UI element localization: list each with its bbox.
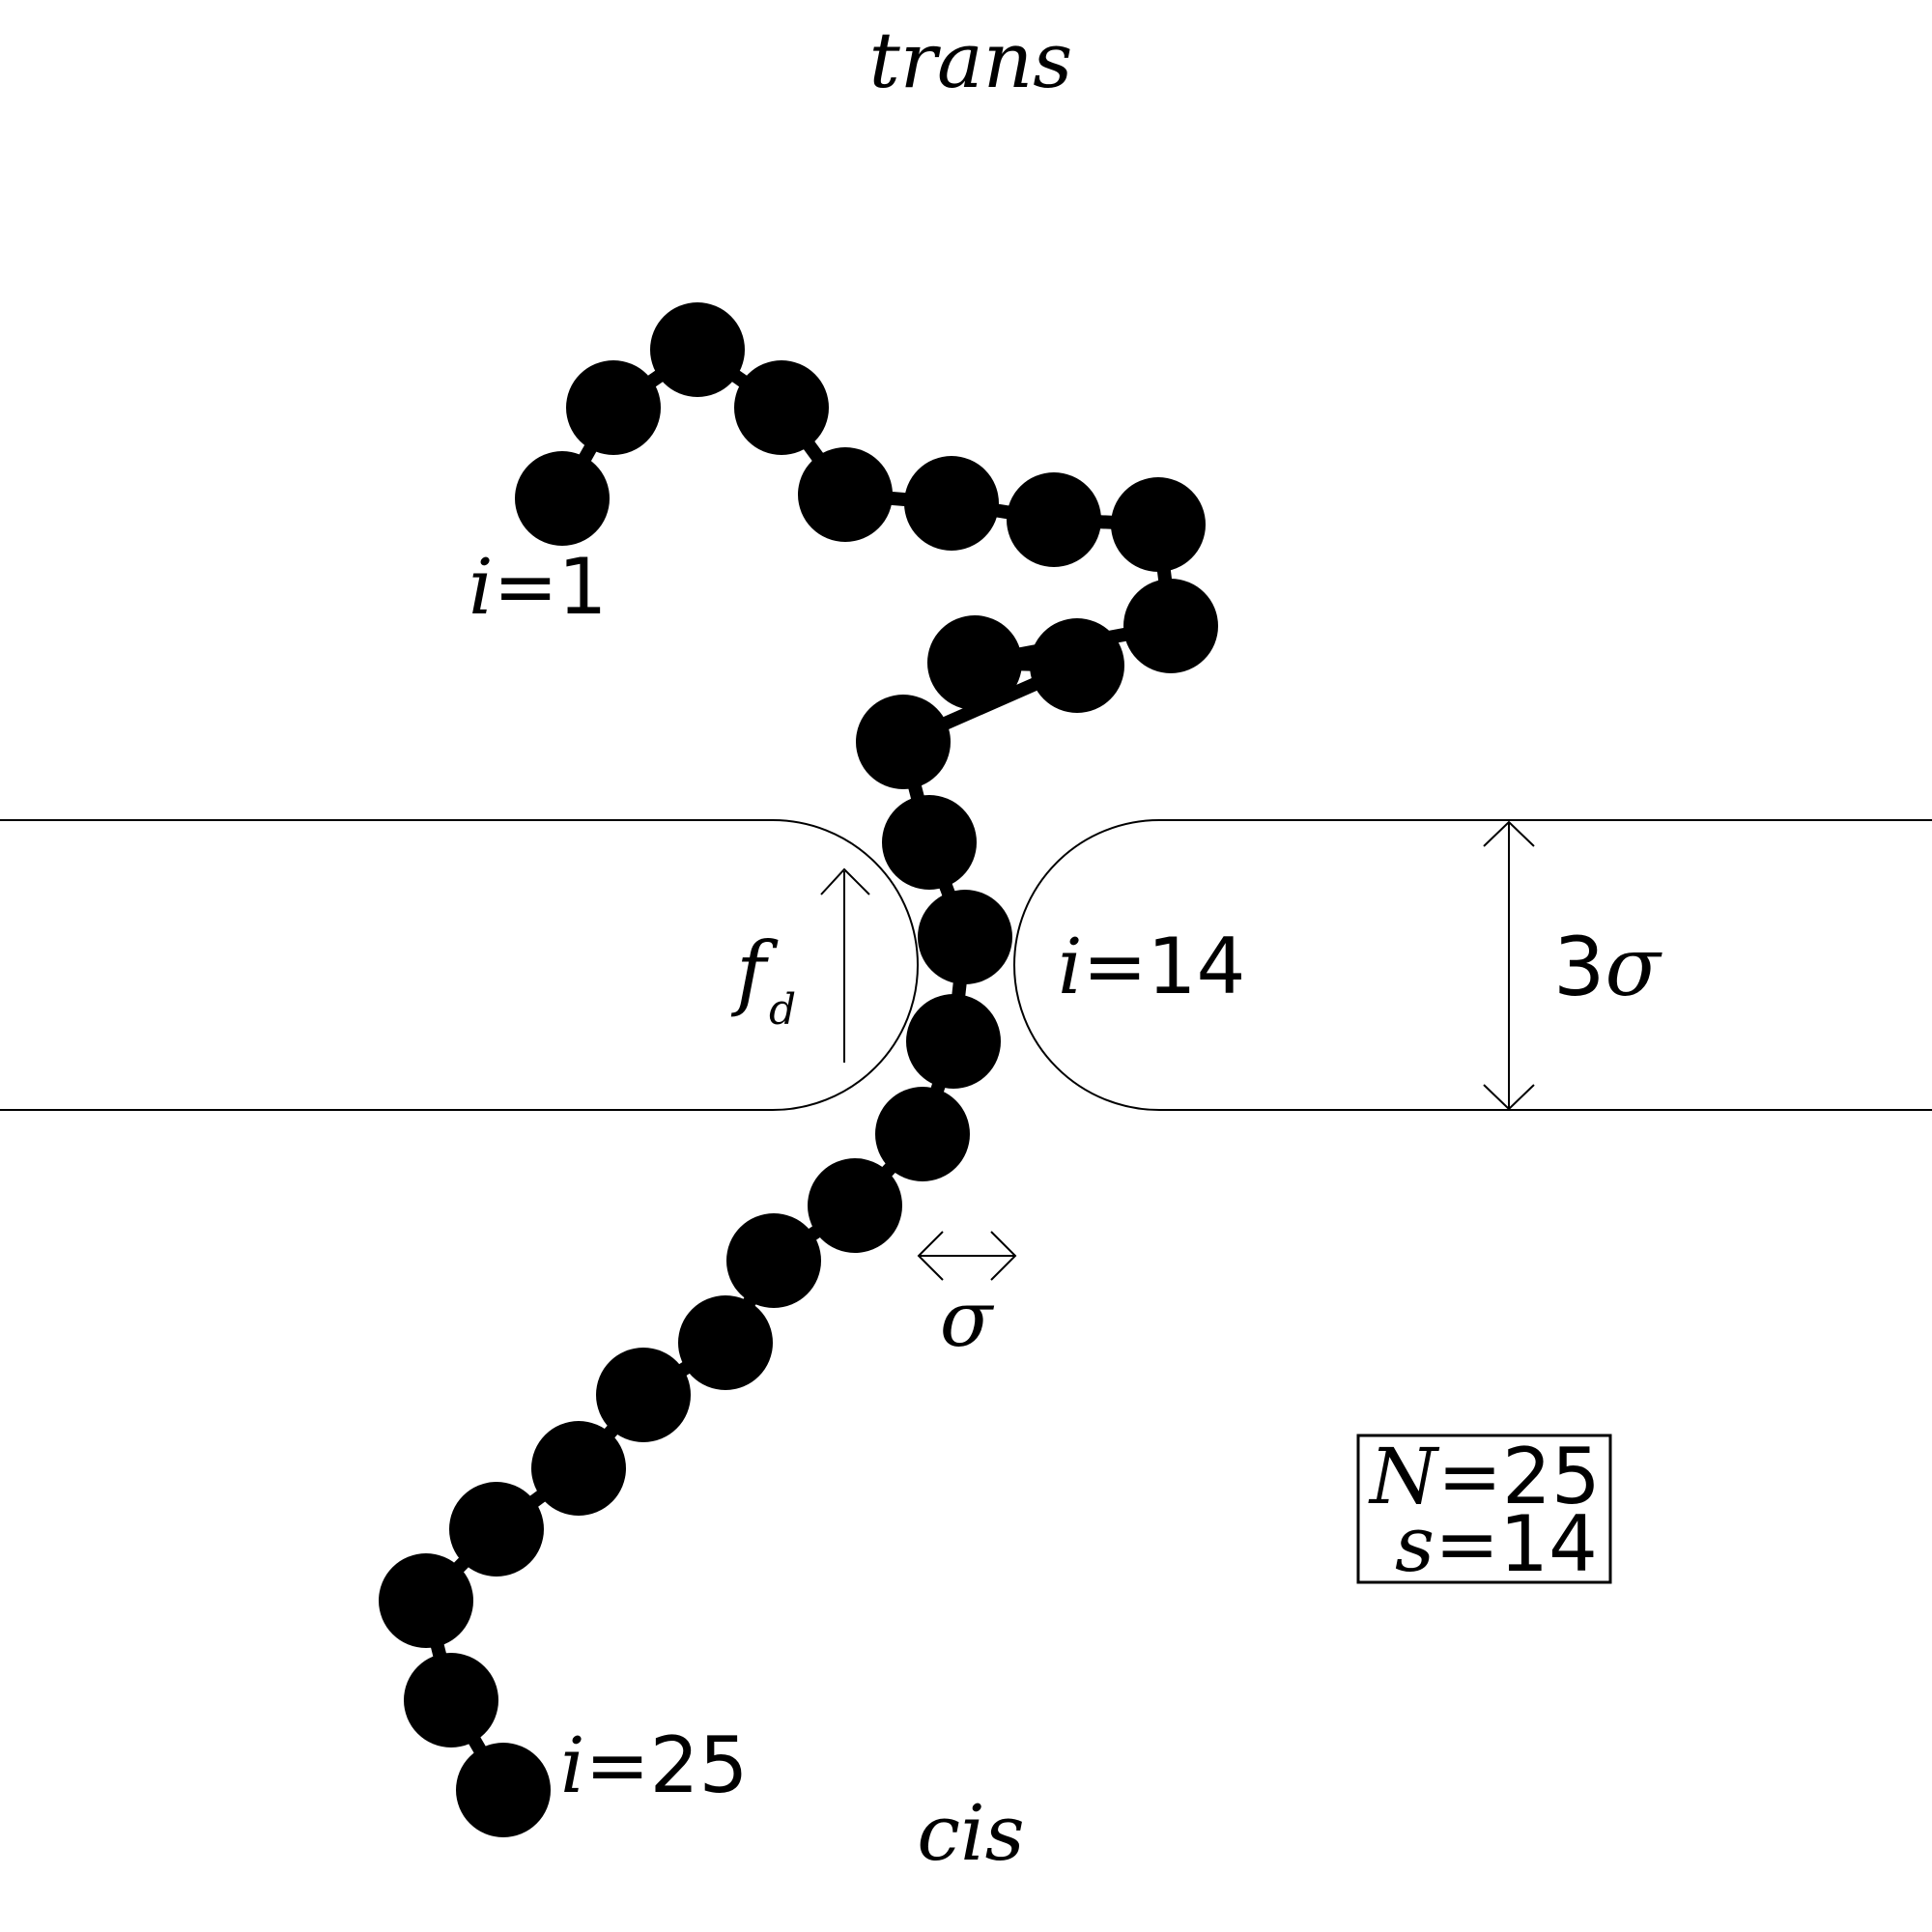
last-bead-label: i=25	[560, 1720, 748, 1810]
legend-s-line: s=14	[1395, 1499, 1598, 1589]
bead-16	[875, 1087, 970, 1181]
first-bead-label: i=1	[469, 542, 608, 632]
bead-19	[678, 1295, 773, 1390]
trans-label: trans	[869, 15, 1073, 105]
bead-3	[650, 302, 745, 397]
bead-20	[596, 1348, 691, 1442]
translocation-bead-label: i=14	[1058, 922, 1245, 1011]
bead-6	[904, 456, 999, 551]
polymer-beads	[379, 302, 1218, 1837]
bead-2	[566, 360, 661, 455]
bead-10	[927, 615, 1022, 710]
pore-width-arrow	[1483, 820, 1535, 1111]
bead-23	[379, 1553, 473, 1648]
bead-17	[808, 1158, 902, 1253]
bead-24	[404, 1653, 498, 1747]
membrane-right-wall	[1013, 819, 1932, 1111]
membrane-left-wall	[0, 819, 919, 1111]
bead-5	[798, 447, 893, 542]
bead-22	[449, 1482, 544, 1577]
pore-width-label: 3σ	[1553, 920, 1662, 1014]
pore-gap-arrow	[917, 1231, 1017, 1281]
bead-1	[515, 451, 610, 546]
bead-11	[1030, 618, 1124, 713]
legend-n-line: N=25	[1368, 1432, 1601, 1521]
bead-7	[1007, 472, 1101, 567]
force-subscript: d	[769, 985, 796, 1035]
bead-18	[726, 1213, 821, 1308]
parameter-legend: N=25 s=14	[1356, 1432, 1612, 1589]
bead-25	[456, 1743, 551, 1837]
pore-gap-label: σ	[940, 1274, 995, 1364]
bead-12	[856, 695, 951, 789]
bead-15	[906, 994, 1001, 1089]
bead-13	[882, 795, 977, 890]
bead-8	[1111, 477, 1206, 572]
bead-4	[734, 360, 829, 455]
bead-9	[1123, 579, 1218, 673]
bead-14	[918, 890, 1012, 984]
legend-frame	[1356, 1434, 1612, 1584]
force-arrow	[820, 867, 870, 1063]
cis-label: cis	[917, 1788, 1024, 1878]
bead-21	[531, 1421, 626, 1516]
